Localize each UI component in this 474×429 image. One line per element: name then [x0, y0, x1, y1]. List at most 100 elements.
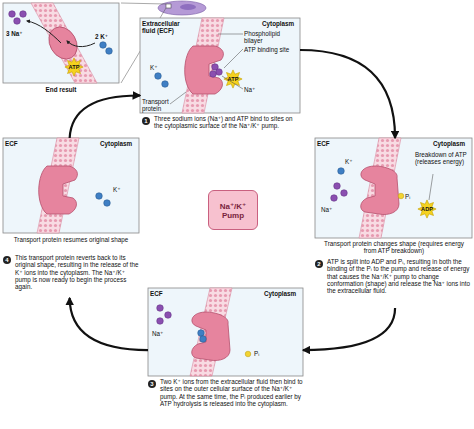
part-label: Transport protein resumes original shape: [7, 236, 135, 243]
end-result-illustration: [65, 58, 83, 76]
molecule-label: ADP: [419, 206, 435, 212]
ion-label: 3 Na⁺: [6, 30, 30, 37]
part-label: Transport protein changes shape (require…: [319, 240, 469, 255]
step-illustration: [224, 49, 243, 68]
end-result-illustration: [100, 42, 107, 49]
step-illustration: [245, 351, 251, 357]
cycle-arrow: [303, 308, 395, 350]
end-result-inset: 3 Na⁺ 2 K⁺ ATP End result: [3, 3, 121, 96]
step-illustration: [216, 69, 223, 76]
step-illustration: [148, 288, 303, 376]
region-label: Cytoplasm: [100, 140, 136, 147]
step-illustration: [140, 18, 300, 113]
end-result-illustration: [67, 41, 95, 47]
ion-label: Pᵢ: [405, 193, 413, 200]
step-caption: Three sodium ions (Na⁺) and ATP bind to …: [154, 115, 298, 130]
ion-label: K⁺: [150, 64, 160, 71]
step-illustration: [334, 183, 341, 190]
region-label: Cytoplasm: [433, 140, 469, 147]
ion-label: 2 K⁺: [95, 33, 117, 40]
end-result-illustration: [43, 22, 83, 64]
ion-label: Na⁺: [244, 86, 258, 93]
step-illustration: [222, 76, 243, 89]
step-illustration: [165, 312, 172, 319]
step-illustration: [140, 18, 300, 113]
inset-heading: End result: [23, 86, 99, 93]
step-illustration: [185, 46, 224, 94]
end-result-illustration: [106, 48, 113, 55]
step-illustration: [359, 138, 401, 238]
cycle-arrow: [300, 50, 395, 138]
step-panel: Extracellular fluid (ECF) CytoplasmPhosph…: [140, 18, 300, 143]
step-illustration: [3, 138, 139, 233]
molecule-label: ATP: [225, 76, 241, 82]
step-illustration: [3, 138, 139, 233]
step-illustration: [182, 18, 224, 113]
ion-label: Na⁺: [321, 206, 335, 213]
end-result-illustration: [20, 11, 27, 18]
ion-label: Pᵢ: [254, 350, 262, 357]
step-panel: ECF CytoplasmK⁺ Transport protein resumes …: [3, 138, 139, 298]
region-label: Extracellular fluid (ECF): [142, 20, 188, 35]
step-illustration: [162, 81, 169, 88]
step-illustration: [341, 190, 348, 197]
cell-thumbnail: [158, 1, 206, 15]
ion-label: K⁺: [345, 158, 355, 165]
step-illustration: [39, 166, 78, 214]
step-panel: ECF CytoplasmBreakdown of ATP (releases e…: [315, 138, 472, 308]
molecule-label: ATP: [66, 64, 82, 70]
end-result-illustration: [9, 11, 16, 18]
step-illustration: [331, 195, 338, 202]
ion-label: K⁺: [113, 186, 123, 193]
part-label: Phospholipid bilayer: [244, 30, 298, 45]
region-label: Cytoplasm: [264, 290, 300, 297]
part-label: Transport protein: [142, 98, 176, 113]
step-illustration: [104, 200, 111, 207]
part-label: Breakdown of ATP (releases energy): [415, 151, 470, 166]
step-illustration: [190, 288, 232, 376]
step-illustration: [200, 336, 207, 343]
cell-thumbnail: [180, 4, 196, 10]
ion-label: Na⁺: [152, 330, 166, 337]
step-illustration: [398, 193, 404, 199]
step-illustration: [170, 92, 186, 104]
step-illustration: [429, 174, 433, 200]
cycle-arrow: [70, 95, 140, 138]
step-illustration: [210, 71, 217, 78]
pump-title: Na⁺/K⁺ Pump: [210, 202, 256, 220]
end-result-illustration: [27, 21, 61, 43]
cycle-arrow: [70, 298, 148, 350]
pump-label-box: Na⁺/K⁺ Pump: [208, 190, 258, 230]
step-caption: Two K⁺ ions from the extracellular fluid…: [160, 378, 303, 407]
step-illustration: [338, 168, 345, 175]
step-panel: ECF CytoplasmNa⁺ Pᵢ 3 Two K⁺ ions from the e…: [148, 288, 303, 420]
region-label: ECF: [150, 290, 170, 297]
end-result-illustration: [3, 3, 119, 83]
part-label: ATP binding site: [244, 46, 298, 53]
region-label: ECF: [5, 140, 25, 147]
step-caption: ATP is split into ADP and Pᵢ, resulting …: [327, 258, 472, 294]
step-illustration: [198, 330, 205, 337]
step-illustration: [218, 34, 243, 35]
region-label: ECF: [317, 140, 337, 147]
step-illustration: [148, 288, 303, 376]
step-illustration: [192, 312, 230, 361]
end-result-illustration: [31, 3, 97, 83]
step-illustration: [155, 73, 162, 80]
end-result-illustration: [14, 18, 21, 25]
step-illustration: [418, 200, 436, 218]
step-illustration: [315, 138, 472, 238]
cell-thumbnail: [121, 3, 166, 4]
step-illustration: [315, 138, 472, 238]
step-illustration: [37, 138, 79, 233]
step-caption: This transport protein reverts back to i…: [15, 254, 139, 290]
step-illustration: [157, 305, 164, 312]
step-illustration: [96, 193, 103, 200]
callout-number: 4: [3, 256, 11, 264]
region-label: Cytoplasm: [262, 20, 298, 27]
end-result-illustration: [3, 3, 119, 83]
cell-thumbnail: [166, 4, 171, 8]
callout-number: 3: [148, 380, 156, 388]
callout-number: 2: [315, 260, 323, 268]
